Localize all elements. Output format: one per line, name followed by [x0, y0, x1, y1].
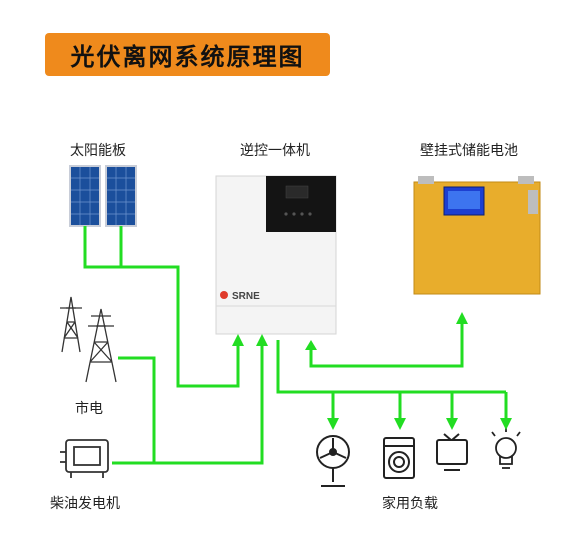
household-load-label: 家用负载: [382, 496, 438, 512]
title-banner: 光伏离网系统原理图: [45, 33, 330, 76]
solar-panel-label: 太阳能板: [70, 143, 126, 159]
power-tower-icon: [60, 296, 117, 383]
inverter-unit: SRNE: [215, 175, 337, 335]
grid-label: 市电: [75, 401, 103, 417]
diagram-title: 光伏离网系统原理图: [70, 43, 305, 71]
solar-panel-icon: [69, 165, 137, 227]
light-bulb-icon: [491, 428, 521, 469]
battery-unit: [413, 176, 541, 295]
inverter-label: 逆控一体机: [240, 143, 310, 159]
battery-label: 壁挂式储能电池: [420, 143, 518, 159]
wiring: [83, 226, 512, 465]
tv-icon: [436, 433, 468, 471]
inverter-brand: SRNE: [232, 291, 260, 302]
fan-icon: [316, 435, 350, 487]
washing-machine-icon: [383, 437, 415, 479]
battery-return-arrow: [305, 340, 317, 350]
diesel-generator-icon: [60, 439, 109, 478]
generator-label: 柴油发电机: [50, 496, 120, 512]
